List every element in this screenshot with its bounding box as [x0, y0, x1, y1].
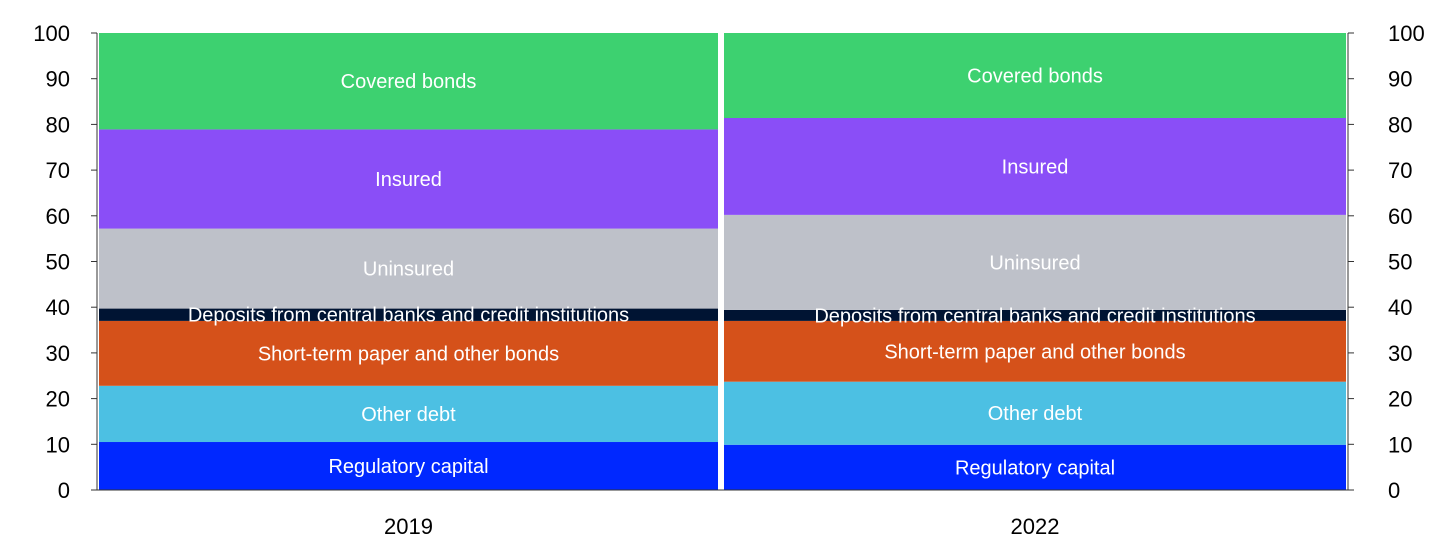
segment-label: Covered bonds — [341, 71, 477, 93]
y-tick-label-right: 50 — [1388, 250, 1412, 275]
y-tick-label-left: 50 — [46, 250, 70, 275]
segment-label: Regulatory capital — [328, 456, 488, 478]
segment-label: Short-term paper and other bonds — [258, 343, 559, 365]
y-tick-label-right: 60 — [1388, 204, 1412, 229]
y-tick-label-left: 70 — [46, 158, 70, 183]
x-tick-label: 2019 — [384, 514, 433, 539]
segment-label: Deposits from central banks and credit i… — [188, 305, 629, 327]
y-tick-label-left: 100 — [33, 21, 70, 46]
bar-segment — [724, 320, 1346, 382]
y-tick-label-right: 30 — [1388, 341, 1412, 366]
bar-segment — [99, 442, 718, 490]
bar-segment — [99, 320, 718, 386]
y-tick-label-left: 90 — [46, 67, 70, 92]
y-tick-label-left: 80 — [46, 112, 70, 137]
bar-segment — [99, 228, 718, 309]
y-tick-label-left: 20 — [46, 387, 70, 412]
bar-segment — [724, 444, 1346, 490]
y-tick-label-left: 0 — [58, 478, 70, 503]
y-tick-label-right: 80 — [1388, 112, 1412, 137]
y-tick-label-right: 100 — [1388, 21, 1425, 46]
bar-segment — [724, 309, 1346, 321]
y-tick-label-right: 10 — [1388, 432, 1412, 457]
bar-segment — [99, 308, 718, 321]
x-tick-label: 2022 — [1011, 514, 1060, 539]
bar-segment — [724, 214, 1346, 310]
segment-label: Deposits from central banks and credit i… — [814, 305, 1255, 327]
segment-label: Regulatory capital — [955, 457, 1115, 479]
segment-label: Insured — [1002, 156, 1069, 178]
bar-segment — [99, 385, 718, 443]
y-tick-label-left: 10 — [46, 432, 70, 457]
bar-segment — [99, 33, 718, 130]
bar-segment — [724, 118, 1346, 215]
segment-label: Covered bonds — [967, 66, 1103, 88]
y-tick-label-left: 60 — [46, 204, 70, 229]
y-tick-label-left: 40 — [46, 295, 70, 320]
y-tick-label-right: 20 — [1388, 387, 1412, 412]
y-tick-label-right: 70 — [1388, 158, 1412, 183]
bar-segment — [724, 381, 1346, 445]
segment-label: Short-term paper and other bonds — [884, 341, 1185, 363]
bar-segment — [99, 129, 718, 229]
y-tick-label-left: 30 — [46, 341, 70, 366]
y-tick-label-right: 90 — [1388, 67, 1412, 92]
y-tick-label-right: 40 — [1388, 295, 1412, 320]
segment-label: Other debt — [988, 403, 1083, 425]
y-tick-label-right: 0 — [1388, 478, 1400, 503]
segment-label: Uninsured — [989, 252, 1080, 274]
bar-segment — [724, 33, 1346, 119]
segment-label: Insured — [375, 169, 442, 191]
segment-label: Uninsured — [363, 259, 454, 281]
segment-label: Other debt — [361, 404, 456, 426]
